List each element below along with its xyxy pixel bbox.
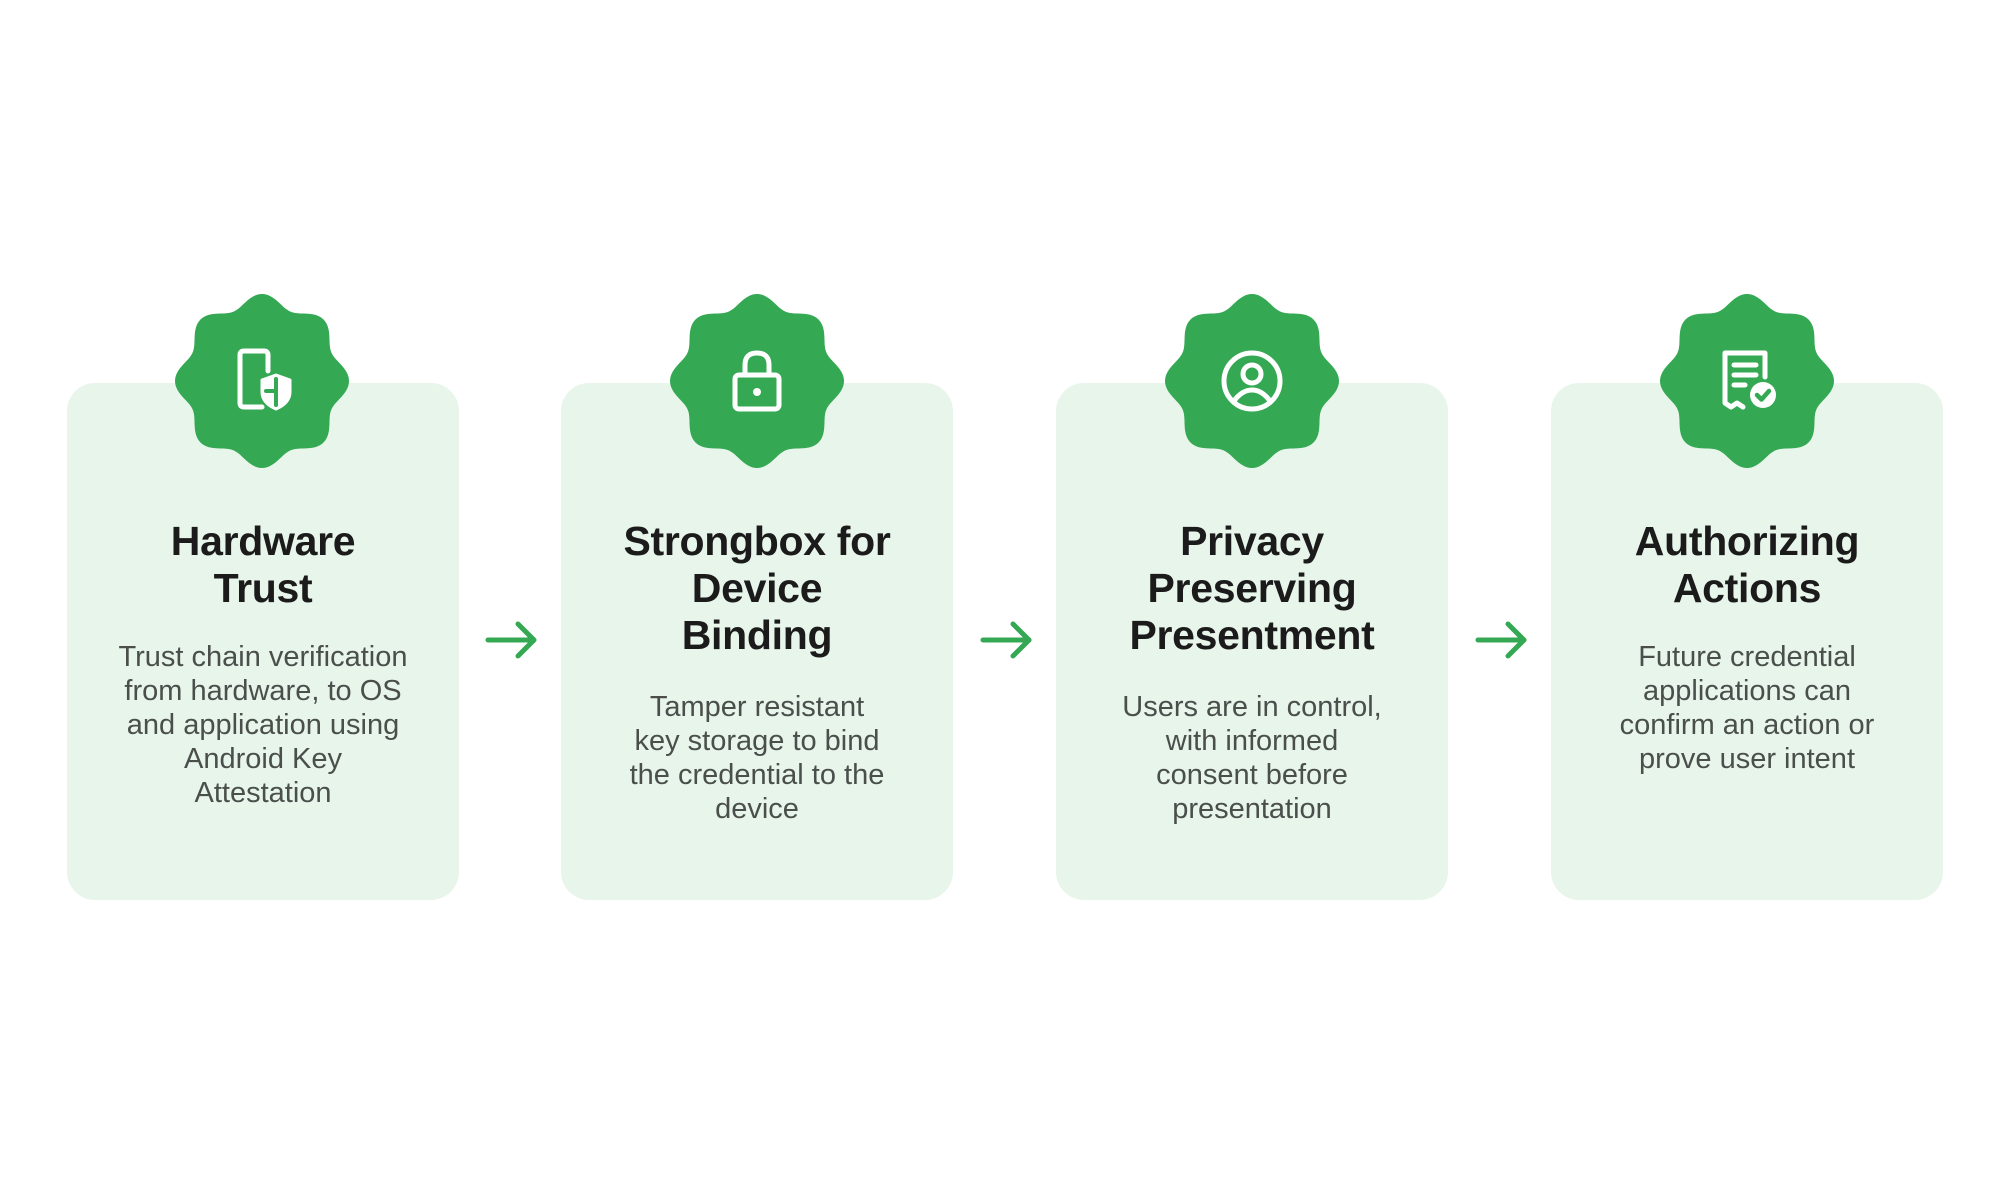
scallop-badge-shape <box>1660 294 1834 468</box>
step-description-authorizing: Future credential applications can confi… <box>1551 640 1943 776</box>
phone-shield-icon <box>237 348 292 411</box>
step-description-line: and application using <box>126 709 400 741</box>
step-title-line: Strongbox for <box>623 518 891 564</box>
step-badge-hardware-trust <box>173 292 351 470</box>
step-title-line: Hardware <box>170 518 356 564</box>
step-title-line: Binding <box>681 612 833 658</box>
step-card-authorizing <box>1551 383 1943 900</box>
step-description-line: Android Key <box>184 743 342 775</box>
step-description-line: Users are in control, <box>1122 691 1382 723</box>
step-badge-privacy <box>1163 292 1341 470</box>
step-description-line: applications can <box>1643 675 1851 707</box>
step-title-line: Authorizing <box>1634 518 1860 564</box>
step-description-line: prove user intent <box>1638 743 1855 775</box>
step-title-line: Actions <box>1672 565 1822 611</box>
step-description-line: consent before <box>1156 759 1348 791</box>
step-title-line: Presentment <box>1129 612 1375 658</box>
arrow-right-icon <box>980 621 1032 659</box>
scallop-badge-fill <box>670 294 844 468</box>
step-description-line: presentation <box>1172 793 1332 825</box>
step-title-line: Preserving <box>1147 565 1357 611</box>
step-description-line: key storage to bind <box>634 725 880 757</box>
step-card-privacy <box>1056 383 1448 900</box>
step-description-line: the credential to the <box>629 759 885 791</box>
step-description-line: Attestation <box>194 777 332 809</box>
step-title-line: Privacy <box>1180 518 1324 564</box>
step-badge-strongbox <box>668 292 846 470</box>
step-description-line: device <box>715 793 799 825</box>
step-badge-authorizing <box>1658 292 1836 470</box>
arrow-right-icon <box>485 621 537 659</box>
arrow-right-icon <box>1475 621 1527 659</box>
step-title-line: Device <box>691 565 823 611</box>
step-card-hardware-trust <box>67 383 459 900</box>
scallop-badge-fill <box>1660 294 1834 468</box>
step-description-line: Trust chain verification <box>118 641 408 673</box>
step-title-strongbox: Strongbox for Device Binding <box>561 518 953 659</box>
step-description-line: from hardware, to OS <box>124 675 402 707</box>
step-title-line: Trust <box>213 565 313 611</box>
step-description-line: Tamper resistant <box>649 691 865 723</box>
step-title-privacy: Privacy Preserving Presentment <box>1056 518 1448 659</box>
step-description-line: Future credential <box>1638 641 1856 673</box>
step-description-privacy: Users are in control, with informed cons… <box>1056 690 1448 826</box>
step-title-authorizing: Authorizing Actions <box>1551 518 1943 612</box>
step-description-line: with informed <box>1165 725 1339 757</box>
step-description-strongbox: Tamper resistant key storage to bind the… <box>561 690 953 826</box>
step-description-hardware-trust: Trust chain verification from hardware, … <box>67 640 459 810</box>
scallop-badge-shape <box>670 294 844 468</box>
document-check-icon <box>1722 350 1776 410</box>
step-title-hardware-trust: Hardware Trust <box>67 518 459 612</box>
step-description-line: confirm an action or <box>1619 709 1875 741</box>
user-circle-icon <box>1221 350 1283 412</box>
lock-icon <box>732 350 782 412</box>
step-card-strongbox <box>561 383 953 900</box>
